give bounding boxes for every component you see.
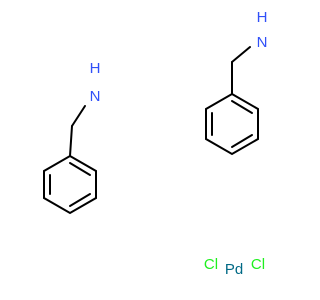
ring-ch2-bond xyxy=(69,125,73,157)
amine-nitrogen-label: N xyxy=(257,34,268,51)
molecule-canvas: H N H N Cl Pd Cl xyxy=(43,9,268,278)
palladium-dichloride: Cl Pd Cl xyxy=(204,256,265,278)
amine-hydrogen-label: H xyxy=(90,60,101,77)
aromatic-double-bond xyxy=(69,193,91,207)
benzene-ring xyxy=(205,92,259,156)
chlorine-left-label: Cl xyxy=(204,256,218,273)
benzylamine-left: H N xyxy=(43,60,101,215)
ch2-n-bond xyxy=(231,46,251,63)
ch2-n-bond xyxy=(71,105,86,127)
palladium-label: Pd xyxy=(225,261,243,278)
aromatic-double-bond xyxy=(69,162,91,176)
structure-drawing: H N H N Cl Pd Cl xyxy=(43,9,268,278)
amine-hydrogen-label: H xyxy=(257,9,268,26)
benzene-ring xyxy=(43,154,97,215)
chlorine-right-label: Cl xyxy=(251,256,265,273)
benzylamine-right: H N xyxy=(205,9,268,156)
amine-nitrogen-label: N xyxy=(90,88,101,105)
aromatic-double-bond xyxy=(231,134,253,148)
aromatic-double-bond xyxy=(231,100,253,114)
